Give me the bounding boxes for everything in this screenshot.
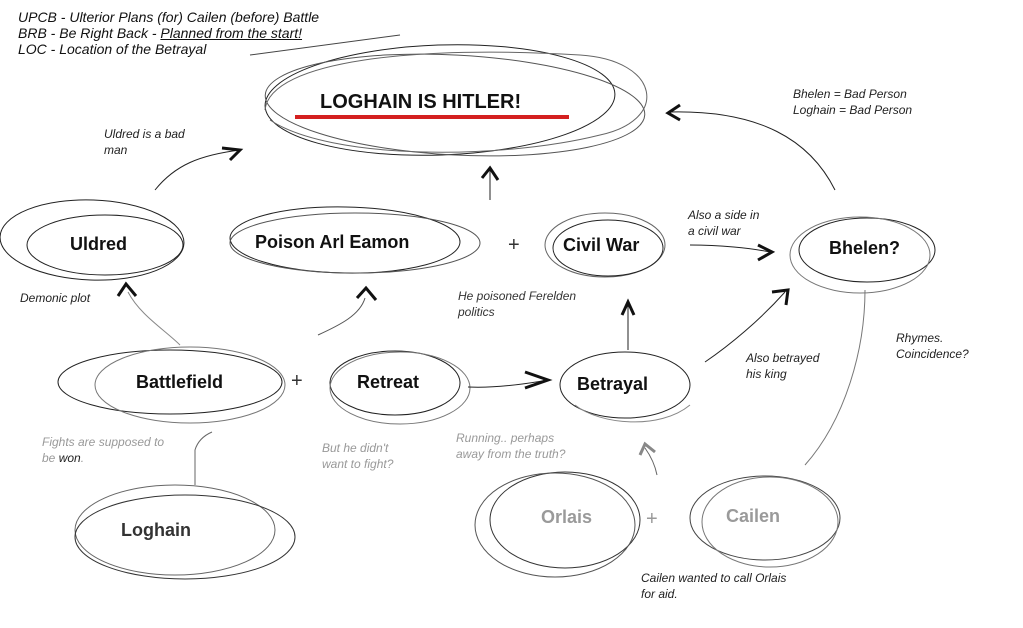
note-fights-emphasis: won: [58, 451, 81, 465]
cailen-ellipse: [689, 475, 841, 561]
bhelen-to-title-line: [669, 111, 836, 191]
arrowhead-betrayal-civil: [620, 298, 636, 316]
uldred-ellipse: [0, 199, 185, 281]
node-battlefield: Battlefield: [136, 372, 224, 392]
title-underline: [295, 115, 569, 119]
title-ellipse: [264, 44, 616, 156]
note-running-truth: Running.. perhaps away from the truth?: [456, 430, 565, 462]
uldred-to-title-line: [154, 149, 241, 191]
node-uldred: Uldred: [70, 234, 128, 254]
note-running-line2: away from the truth?: [456, 447, 566, 461]
orlais-to-betrayal-line: [644, 447, 658, 476]
note-poisoned-line2: politics: [458, 305, 495, 319]
legend-line-loc: LOC - Location of the Betrayal: [18, 41, 207, 57]
note-betrayed-king-line1: Also betrayed: [746, 351, 820, 365]
arrowhead-civil-bhelen: [757, 243, 776, 262]
note-bad-person: Bhelen = Bad Person Loghain = Bad Person: [793, 86, 912, 118]
note-poisoned-politics: He poisoned Ferelden politics: [458, 288, 576, 320]
note-rhymes-line1: Rhymes.: [896, 331, 944, 345]
note-fights-won: Fights are supposed to be won.: [42, 434, 164, 466]
arrowhead-bhelen-title: [665, 103, 681, 122]
legend-brb-prefix: BRB - Be Right Back -: [18, 25, 161, 41]
node-poison-arl-eamon: Poison Arl Eamon: [255, 232, 410, 252]
node-civil-war: Civil War: [563, 235, 640, 255]
note-didnt-fight-line2: want to fight?: [322, 457, 394, 471]
uldred-ellipse-2: [26, 214, 184, 276]
cailen-to-bhelen-line: [804, 289, 866, 466]
civilwar-ellipse: [544, 212, 666, 278]
note-demonic-plot: Demonic plot: [20, 291, 91, 305]
legend-to-title-line: [249, 34, 401, 56]
arrowhead-poison-title: [480, 165, 500, 181]
note-cailen-aid-line1: Cailen wanted to call Orlais: [641, 571, 787, 585]
plus-battlefield-retreat: +: [291, 370, 303, 392]
note-bad-person-loghain: Loghain = Bad Person: [793, 103, 913, 117]
poison-ellipse-2: [229, 212, 481, 274]
node-orlais: Orlais: [541, 507, 593, 527]
note-betrayed-king: Also betrayed his king: [746, 350, 819, 382]
note-running-line1: Running.. perhaps: [456, 431, 555, 445]
central-claim-title: LOGHAIN IS HITLER!: [320, 91, 522, 113]
arrowhead-orlais-betrayal: [638, 441, 656, 456]
cailen-ellipse-2: [701, 476, 839, 568]
note-cailen-aid: Cailen wanted to call Orlais for aid.: [641, 570, 786, 602]
retreat-to-poison-line: [317, 297, 366, 336]
title-ellipse-2: [264, 53, 646, 157]
note-didnt-fight-line1: But he didn't: [322, 441, 389, 455]
node-cailen: Cailen: [726, 506, 781, 526]
note-civil-war-side: Also a side in a civil war: [688, 207, 759, 239]
civil-to-bhelen-line: [689, 244, 771, 253]
legend-line-upcb: UPCB - Ulterior Plans (for) Cailen (befo…: [18, 9, 320, 25]
arrowhead-uldred-title: [221, 146, 244, 162]
loghain-to-battlefield-line: [194, 431, 213, 485]
betrayal-to-bhelen-line: [704, 291, 786, 363]
title-ellipse-3: [264, 51, 648, 153]
note-bad-person-bhelen: Bhelen = Bad Person: [793, 87, 907, 101]
acronym-legend: UPCB - Ulterior Plans (for) Cailen (befo…: [18, 9, 319, 57]
note-betrayed-king-line2: his king: [746, 367, 787, 381]
note-cailen-aid-line2: for aid.: [641, 587, 678, 601]
arrowhead-retreat-betrayal: [524, 370, 553, 390]
node-loghain: Loghain: [121, 520, 191, 540]
node-betrayal: Betrayal: [577, 374, 649, 394]
node-bhelen: Bhelen?: [829, 238, 901, 258]
battlefield-ellipse-2: [94, 346, 286, 424]
loghain-ellipse: [74, 484, 276, 576]
orlais-ellipse: [489, 471, 641, 569]
note-civil-war-side-line1: Also a side in: [688, 208, 760, 222]
note-uldred-bad-line1: Uldred is a bad: [104, 127, 185, 141]
note-fights-suffix: .: [80, 451, 85, 465]
retreat-ellipse-2: [329, 351, 471, 425]
bhelen-ellipse: [798, 217, 936, 283]
note-uldred-bad-line2: man: [104, 143, 128, 157]
battlefield-ellipse: [57, 349, 283, 415]
civilwar-ellipse-2: [552, 219, 664, 277]
note-rhymes: Rhymes. Coincidence?: [896, 330, 969, 362]
note-fights-line2: be won.: [42, 450, 164, 466]
loghain-ellipse-2: [74, 494, 296, 580]
retreat-ellipse: [329, 350, 461, 416]
note-uldred-bad: Uldred is a bad man: [104, 126, 185, 158]
bhelen-ellipse-2: [789, 216, 931, 294]
plus-orlais-cailen: +: [646, 508, 658, 530]
note-fights-line1: Fights are supposed to: [42, 435, 165, 449]
node-retreat: Retreat: [357, 372, 420, 392]
arrowhead-battlefield-uldred: [116, 281, 138, 297]
arrowhead-retreat-poison: [355, 285, 378, 301]
note-poisoned-line1: He poisoned Ferelden: [458, 289, 577, 303]
betrayal-ellipse-2: [574, 404, 691, 423]
betrayal-ellipse: [559, 351, 691, 419]
plus-poison-civil: +: [508, 234, 520, 256]
legend-brb-underlined: Planned from the start!: [160, 25, 303, 41]
arrowhead-betrayal-bhelen: [771, 288, 790, 306]
note-fights-prefix: be: [42, 451, 59, 465]
note-rhymes-line2: Coincidence?: [896, 347, 969, 361]
orlais-ellipse-2: [474, 472, 636, 578]
note-didnt-want-fight: But he didn't want to fight?: [322, 440, 393, 472]
note-civil-war-side-line2: a civil war: [688, 224, 741, 238]
legend-line-brb: BRB - Be Right Back - Planned from the s…: [18, 25, 319, 41]
battlefield-to-uldred-line: [127, 291, 181, 346]
